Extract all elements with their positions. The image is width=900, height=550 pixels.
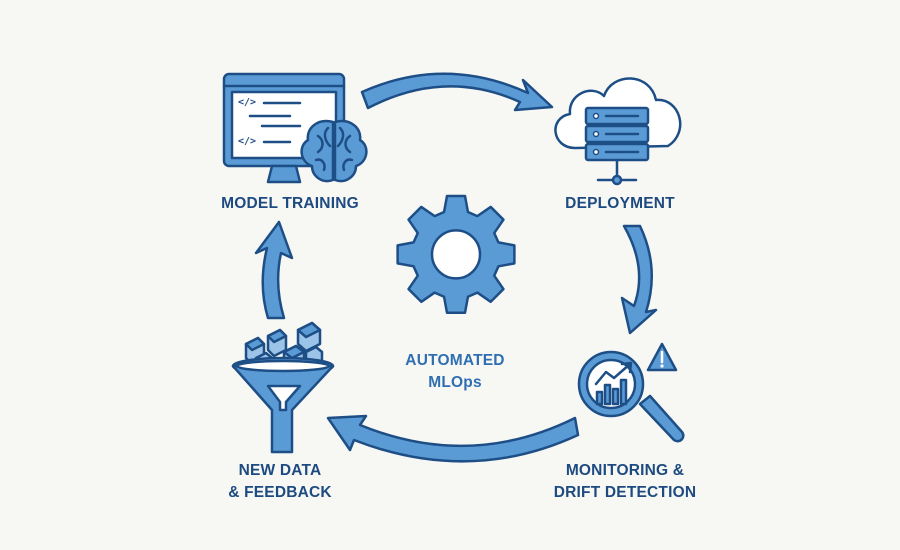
monitoring-label-line2: DRIFT DETECTION — [553, 484, 697, 501]
stage-label-monitoring: MONITORING & DRIFT DETECTION — [525, 460, 725, 504]
arrow-deployment-to-monitoring — [620, 224, 658, 335]
stage-label-model-training: MODEL TRAINING — [200, 193, 380, 215]
monitor-brain-icon: </> </> — [222, 72, 368, 184]
stage-label-deployment: DEPLOYMENT — [530, 193, 710, 215]
svg-text:</>: </> — [238, 97, 256, 108]
cloud-server-icon — [554, 77, 682, 186]
arrow-data-to-training — [254, 220, 294, 320]
center-label-line2: MLOps — [428, 374, 482, 391]
monitoring-label-line1: MONITORING & — [565, 462, 685, 479]
svg-text:</>: </> — [238, 136, 256, 147]
arrow-monitoring-to-data — [326, 414, 580, 463]
stage-label-new-data: NEW DATA & FEEDBACK — [190, 460, 370, 504]
magnifier-chart-warning-icon — [577, 342, 685, 443]
center-label-line1: AUTOMATED — [405, 352, 505, 369]
new-data-label-line2: & FEEDBACK — [228, 484, 332, 501]
arrow-training-to-deployment — [360, 72, 554, 112]
gear-icon — [396, 194, 516, 314]
model-training-label: MODEL TRAINING — [221, 195, 359, 212]
funnel-cubes-icon — [231, 321, 335, 454]
new-data-label-line1: NEW DATA — [238, 462, 322, 479]
deployment-label: DEPLOYMENT — [565, 195, 675, 212]
center-label: AUTOMATED MLOps — [380, 350, 530, 394]
